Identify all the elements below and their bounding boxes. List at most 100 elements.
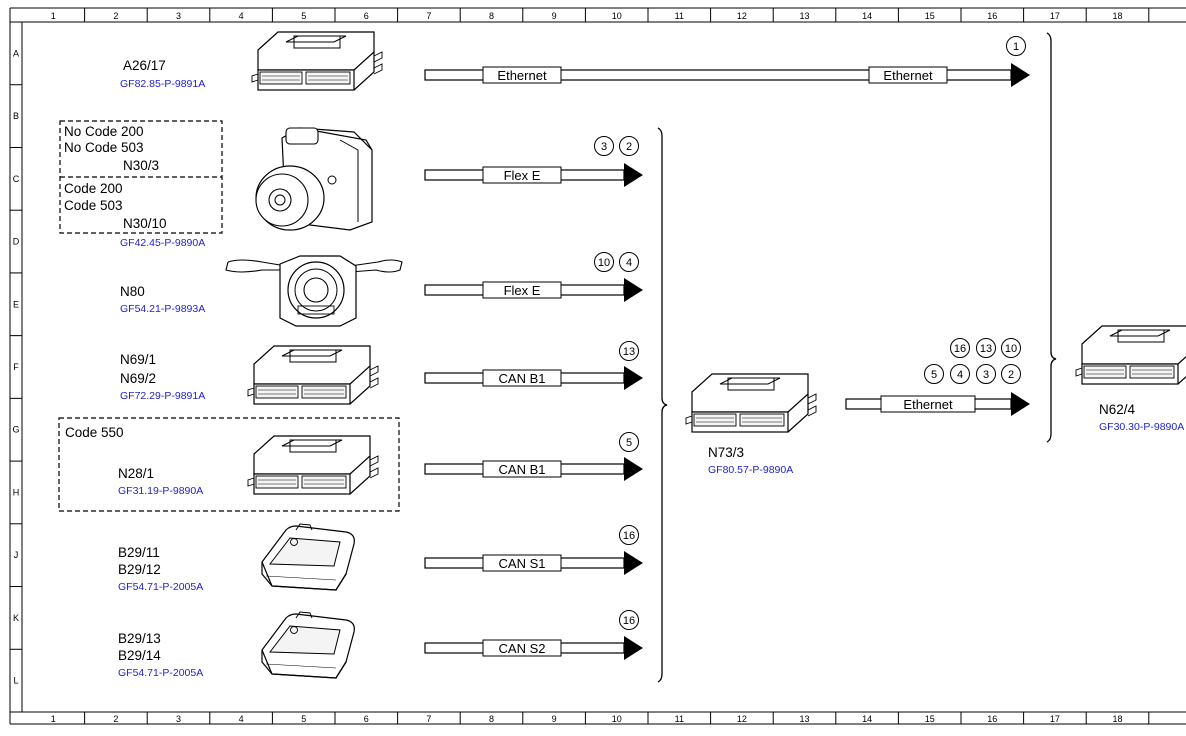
grid-column-label: 11 <box>675 11 684 21</box>
svg-text:4: 4 <box>957 369 963 381</box>
a26-ecu-illustration <box>251 31 383 91</box>
grid-column-label: 18 <box>1112 11 1122 21</box>
code-text: Code 550 <box>65 425 124 440</box>
reference-code: GF72.29-P-9891A <box>120 390 205 402</box>
grid-column-label: 14 <box>862 714 872 724</box>
marker-n73-top-1: 16 <box>950 338 970 358</box>
grid-row-label: H <box>13 487 20 497</box>
component-name: N30/10 <box>123 216 167 231</box>
label-n28: Code 550 N28/1 GF31.19-P-9890A <box>65 425 203 497</box>
grid-column-label: 2 <box>113 11 118 21</box>
bus-label-n30: Flex E <box>504 168 541 183</box>
grid-column-label: 5 <box>301 11 306 21</box>
n69-ecu-illustration <box>247 345 379 405</box>
label-n80: N80 GF54.21-P-9893A <box>120 284 205 315</box>
svg-text:2: 2 <box>1008 369 1014 381</box>
frame <box>9 7 1186 725</box>
grid-column-label: 13 <box>799 714 809 724</box>
bus-n73-ethernet: Ethernet <box>845 392 1030 416</box>
marker-n30-1: 3 <box>594 136 614 156</box>
grid-column-label: 10 <box>612 11 622 21</box>
grid-column-label: 9 <box>552 714 557 724</box>
grid-column-label: 2 <box>113 714 118 724</box>
marker-n30-2: 2 <box>619 136 639 156</box>
marker-n69-1: 13 <box>619 341 639 361</box>
grid-row-label: L <box>13 676 18 686</box>
svg-text:10: 10 <box>598 257 610 269</box>
bus-label-a26-ethernet-right: Ethernet <box>883 68 933 83</box>
component-name: B29/11 <box>118 545 160 560</box>
reference-code: GF54.71-P-2005A <box>118 581 203 593</box>
code-text: Code 503 <box>64 198 123 213</box>
grid-row-label: E <box>13 299 19 309</box>
grid-column-label: 8 <box>489 714 494 724</box>
svg-text:5: 5 <box>626 437 632 449</box>
bus-n80-flex-e: Flex E <box>424 278 643 302</box>
svg-text:1: 1 <box>1013 41 1019 53</box>
code-text: Code 200 <box>64 181 123 196</box>
grid-column-label: 7 <box>426 714 431 724</box>
label-n69: N69/1 N69/2 GF72.29-P-9891A <box>120 352 205 402</box>
grid-column-label: 6 <box>364 714 369 724</box>
bus-label-n73: Ethernet <box>903 397 953 412</box>
grid-column-label: 17 <box>1050 714 1060 724</box>
label-b29b: B29/13 B29/14 GF54.71-P-2005A <box>118 631 203 679</box>
n73-ecu-illustration <box>685 373 817 433</box>
label-n62: N62/4 GF30.30-P-9890A <box>1099 402 1184 433</box>
marker-n73-bottom-1: 5 <box>924 364 944 384</box>
component-name: B29/13 <box>118 631 161 646</box>
svg-text:3: 3 <box>983 369 989 381</box>
marker-a26-1: 1 <box>1006 36 1026 56</box>
grid-column-label: 18 <box>1112 714 1122 724</box>
grid-row-label: K <box>13 613 19 623</box>
bus-label-n69: CAN B1 <box>499 371 546 386</box>
svg-text:3: 3 <box>601 141 607 153</box>
code-text: No Code 503 <box>64 140 144 155</box>
marker-b29a-1: 16 <box>619 525 639 545</box>
component-name: N62/4 <box>1099 402 1136 417</box>
bus-label-b29b: CAN S2 <box>499 641 546 656</box>
bus-b29b-can-s2: CAN S2 <box>424 636 643 660</box>
grid-row-label: A <box>13 48 19 58</box>
grid-column-label: 10 <box>612 714 622 724</box>
bus-label-b29a: CAN S1 <box>499 556 546 571</box>
marker-n73-bottom-4: 2 <box>1001 364 1021 384</box>
n62-input-brace <box>1046 32 1057 443</box>
n28-ecu-illustration <box>247 435 379 495</box>
n30-ignition-illustration <box>255 127 373 231</box>
b29b-sensor-illustration <box>261 611 355 679</box>
grid-column-label: 17 <box>1050 11 1060 21</box>
svg-text:4: 4 <box>626 257 632 269</box>
grid-row-label: D <box>13 237 20 247</box>
component-name: N69/2 <box>120 371 156 386</box>
grid-column-label: 12 <box>737 714 747 724</box>
svg-text:13: 13 <box>980 343 992 355</box>
code-text: No Code 200 <box>64 124 144 139</box>
component-name: A26/17 <box>123 58 166 73</box>
bus-n69-can-b1: CAN B1 <box>424 366 643 390</box>
marker-n73-top-3: 10 <box>1001 338 1021 358</box>
grid-column-label: 15 <box>925 714 935 724</box>
label-n73: N73/3 GF80.57-P-9890A <box>708 445 793 476</box>
svg-text:13: 13 <box>623 346 635 358</box>
bus-label-n80: Flex E <box>504 283 541 298</box>
marker-n73-top-2: 13 <box>976 338 996 358</box>
grid-column-label: 16 <box>987 11 997 21</box>
component-name: N30/3 <box>123 158 159 173</box>
n28-code-box <box>58 417 400 512</box>
svg-text:16: 16 <box>954 343 966 355</box>
component-name: N80 <box>120 284 145 299</box>
grid-column-label: 6 <box>364 11 369 21</box>
svg-text:10: 10 <box>1005 343 1017 355</box>
bus-a26-ethernet: Ethernet Ethernet <box>424 63 1030 87</box>
grid-column-label: 13 <box>799 11 809 21</box>
grid-column-label: 15 <box>925 11 935 21</box>
bus-b29a-can-s1: CAN S1 <box>424 551 643 575</box>
grid-row-label: B <box>13 111 19 121</box>
reference-code: GF54.21-P-9893A <box>120 303 205 315</box>
grid-column-label: 3 <box>176 714 181 724</box>
grid-column-label: 12 <box>737 11 747 21</box>
label-a26: A26/17 GF82.85-P-9891A <box>120 58 205 90</box>
svg-text:2: 2 <box>626 141 632 153</box>
